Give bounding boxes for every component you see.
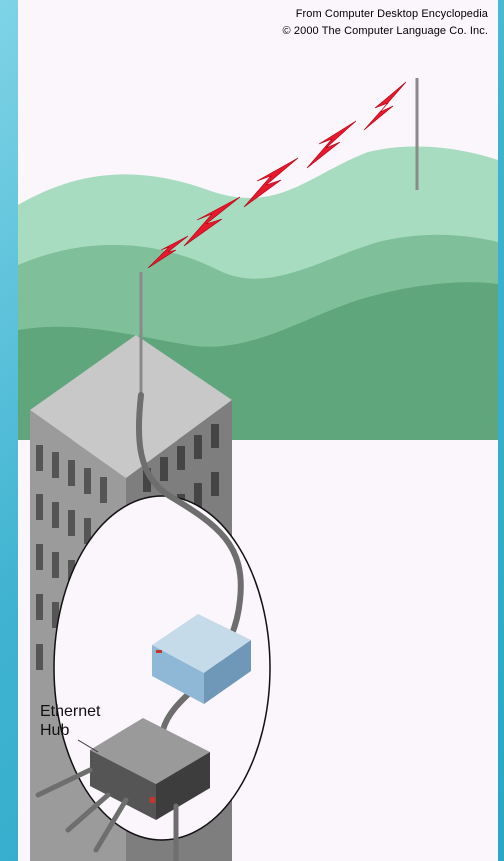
copyright-credit: From Computer Desktop Encyclopedia © 200… xyxy=(283,6,488,40)
hub-label-line1: Ethernet xyxy=(40,702,100,721)
credit-line-source: From Computer Desktop Encyclopedia xyxy=(283,6,488,23)
ethernet-hub-label: Ethernet Hub xyxy=(40,702,100,740)
hub-label-line2: Hub xyxy=(40,721,100,740)
credit-line-copyright: © 2000 The Computer Language Co. Inc. xyxy=(283,23,488,40)
diagram-frame: From Computer Desktop Encyclopedia © 200… xyxy=(18,0,498,861)
